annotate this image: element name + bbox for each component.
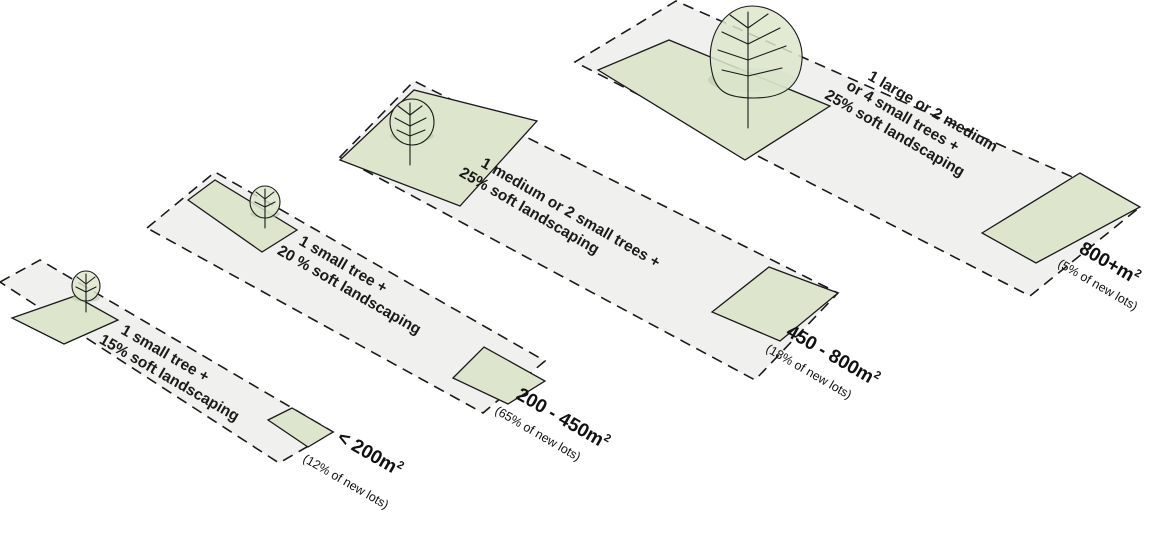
tree-small-icon: [71, 270, 101, 313]
lot-medium-small-rear-landscaping: [451, 346, 547, 405]
lot-large-front-landscaping: [596, 39, 832, 161]
tree-large-icon: [708, 5, 803, 129]
lot-medium-large-front-landscaping: [338, 89, 539, 207]
lot-large-rear-landscaping: [980, 172, 1142, 264]
lot-small-rear-landscaping: [266, 407, 335, 448]
tree-medium-icon: [389, 98, 435, 166]
tree-small-icon: [249, 185, 281, 229]
lot-medium-large-rear-landscaping: [710, 266, 840, 342]
lot-small-front-landscaping: [10, 295, 120, 345]
lot-medium-small-front-landscaping: [186, 179, 299, 253]
